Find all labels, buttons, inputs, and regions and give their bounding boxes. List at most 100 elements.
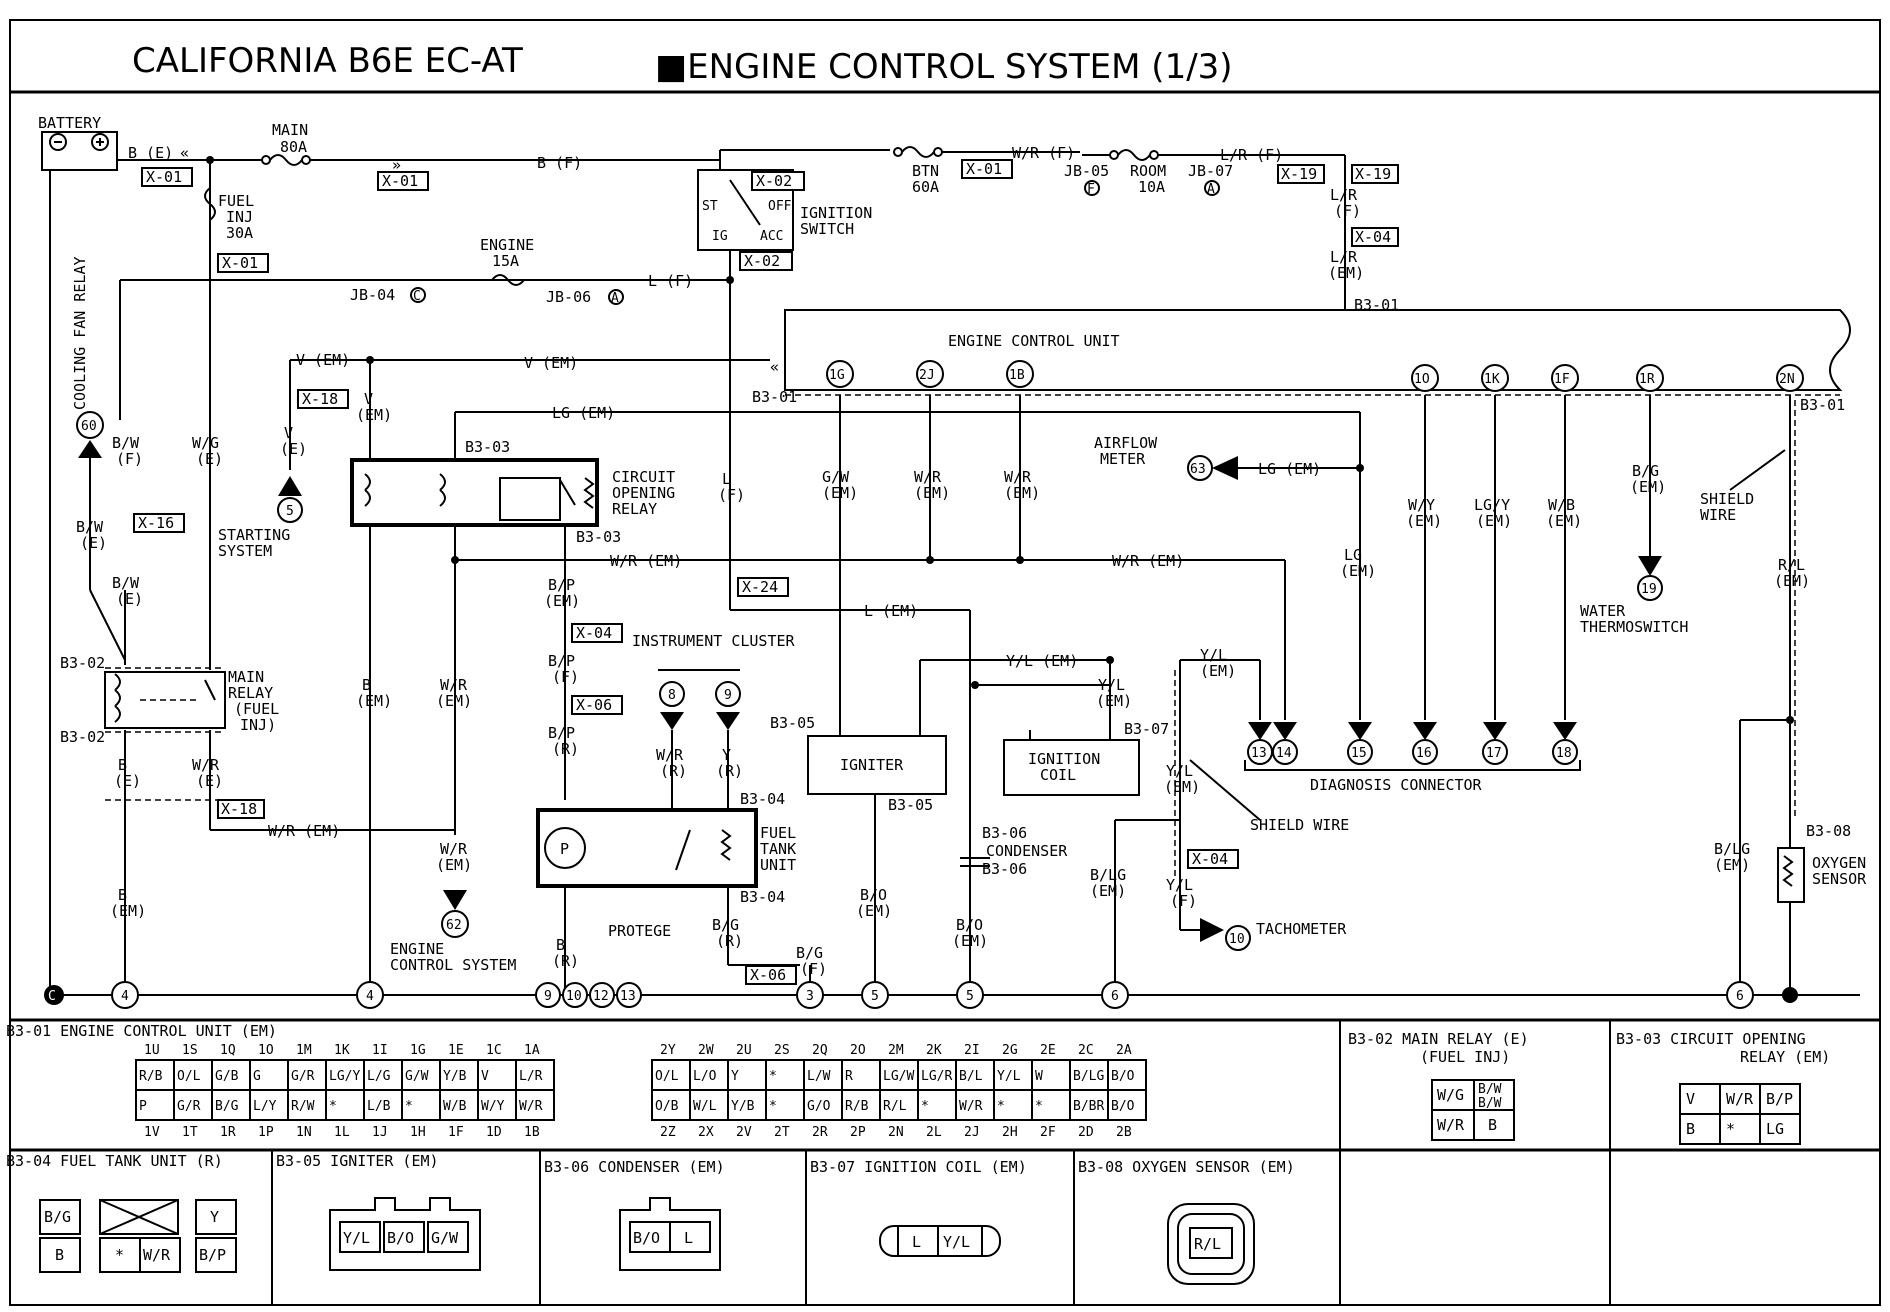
pin-number: 1B <box>524 1125 540 1140</box>
wire-label: W/R <box>656 746 684 764</box>
component-label: AIRFLOW <box>1094 434 1158 452</box>
pin-number: 2J <box>964 1125 980 1140</box>
pin-number: 2L <box>926 1125 942 1140</box>
wire-label: W/R <box>914 468 942 486</box>
battery-label: BATTERY <box>38 114 101 132</box>
wire-label: W/R (EM) <box>268 822 340 840</box>
component-label: SWITCH <box>800 220 854 238</box>
component-label: CONDENSER <box>986 842 1068 860</box>
pin-cell: LG/R <box>921 1069 952 1084</box>
connector-b302-title: (FUEL INJ) <box>1420 1048 1510 1066</box>
pin-cell: L/B <box>367 1099 391 1114</box>
wire-label: L (EM) <box>864 602 918 620</box>
pin-cell: Y/B <box>731 1099 755 1114</box>
pin-cell: B/O <box>387 1229 414 1247</box>
wire-label: (EM) <box>110 902 146 920</box>
connector-label: X-02 <box>744 252 780 270</box>
wire-label: (EM) <box>544 592 580 610</box>
pin-cell: W/R <box>959 1099 983 1114</box>
component-label: (FUEL <box>234 700 279 718</box>
pin-cell: * <box>921 1099 929 1114</box>
wire-label: Y/L <box>1200 646 1227 664</box>
ground-pin: 13 <box>620 989 636 1004</box>
junction-pin: A <box>1207 182 1215 197</box>
pin-cell-box <box>955 1059 995 1091</box>
wire-label: (EM) <box>822 484 858 502</box>
pin-number: 1L <box>334 1125 350 1140</box>
pin-cell-box <box>1069 1059 1109 1091</box>
connector-b303-title: B3-03 CIRCUIT OPENING <box>1616 1030 1806 1048</box>
pin-number: 1V <box>144 1125 160 1140</box>
component-label: SHIELD WIRE <box>1250 816 1349 834</box>
connector-b308-grid: R/L <box>1167 1203 1255 1285</box>
pin-number: 2D <box>1078 1125 1094 1140</box>
component-label: IGNITER <box>840 756 904 774</box>
wire-label: B (F) <box>537 154 582 172</box>
pin-label: 1K <box>1484 372 1500 387</box>
pin-label: 15 <box>1351 746 1367 761</box>
fuse-rating: 15A <box>492 252 519 270</box>
pin-cell: W/R <box>519 1099 543 1114</box>
junction-label: JB-04 <box>350 286 395 304</box>
pin-cell: LG/Y <box>329 1069 360 1084</box>
ground-pin: 10 <box>566 989 582 1004</box>
junction-label: JB-05 <box>1064 162 1109 180</box>
ground-pin: 12 <box>593 989 609 1004</box>
pin-cell: B/LG <box>1073 1069 1104 1084</box>
pin-cell-box <box>993 1089 1033 1121</box>
wire-label: B/O <box>956 916 983 934</box>
pin-cell-box <box>1759 1113 1801 1145</box>
connector-b307-grid: L Y/L <box>879 1225 1001 1257</box>
connector-label: B3-03 <box>576 528 621 546</box>
connector-b305-title: B3-05 IGNITER (EM) <box>276 1152 439 1170</box>
pin-cell: W <box>1035 1069 1043 1084</box>
pin-cell-box <box>1031 1089 1071 1121</box>
component-label: METER <box>1100 450 1146 468</box>
component-label: RELAY <box>228 684 273 702</box>
wire-label: B/G <box>1632 462 1659 480</box>
pin-cell: B/G <box>215 1099 239 1114</box>
connector-b305-grid: Y/L B/O G/W <box>329 1197 481 1271</box>
wire-label: W/B <box>1548 496 1575 514</box>
pin-cell: G/W <box>431 1229 459 1247</box>
connector-label: B3-08 <box>1806 822 1851 840</box>
pin-number: 1M <box>296 1043 312 1058</box>
pin-cell-box <box>955 1089 995 1121</box>
pin-cell: P <box>139 1099 147 1114</box>
pin-label: 10 <box>1229 932 1245 947</box>
component-label: COIL <box>1040 766 1076 784</box>
wire-label: (EM) <box>1476 512 1512 530</box>
wire-label: B/G <box>796 944 823 962</box>
wire-label: (R) <box>552 740 579 758</box>
connector-b304-title: B3-04 FUEL TANK UNIT (R) <box>6 1152 223 1170</box>
connector-b308-title: B3-08 OXYGEN SENSOR (EM) <box>1078 1158 1295 1176</box>
pin-cell-box <box>363 1089 403 1121</box>
fuse-label: ENGINE <box>480 236 534 254</box>
pin-cell-box <box>1679 1113 1721 1145</box>
wire-label: (EM) <box>436 692 472 710</box>
pin-number: 2R <box>812 1125 828 1140</box>
junction-label: JB-06 <box>546 288 591 306</box>
wire-label: Y/L <box>1098 676 1125 694</box>
wire-label: (EM) <box>1714 856 1750 874</box>
wire-label: (EM) <box>1630 478 1666 496</box>
pin-label: 2J <box>919 368 935 383</box>
pin-number: 1R <box>220 1125 236 1140</box>
connector-label: B3-06 <box>982 824 1027 842</box>
pin-cell: B <box>1686 1120 1695 1138</box>
wire-label: B/P <box>548 576 575 594</box>
wire-label: LG (EM) <box>552 404 615 422</box>
pin-number: 2Q <box>812 1043 828 1058</box>
pin-number: 2W <box>698 1043 714 1058</box>
pin-number: 1T <box>182 1125 198 1140</box>
pin-cell: L/R <box>519 1069 543 1084</box>
pin-cell: * <box>769 1069 777 1084</box>
wire-label: B/LG <box>1090 866 1126 884</box>
wire-label: G/W <box>822 468 850 486</box>
wire-label: Y/L (EM) <box>1006 652 1078 670</box>
component-label: STARTING <box>218 526 290 544</box>
svg-text:«: « <box>180 144 189 162</box>
component-label: ENGINE <box>390 940 444 958</box>
pin-number: 2V <box>736 1125 752 1140</box>
